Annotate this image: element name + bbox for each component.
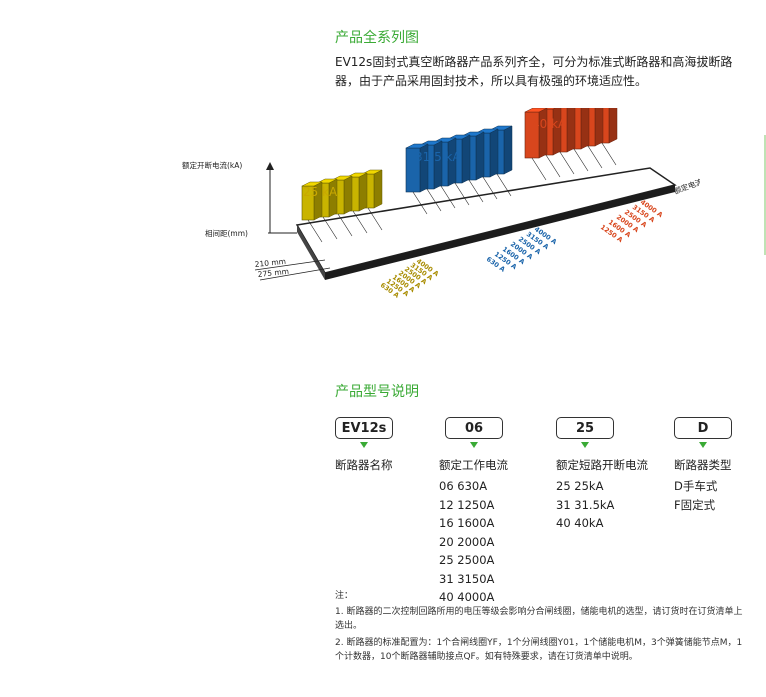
- breaker-unit: [524, 108, 548, 181]
- current-options-list: 06 630A 12 1250A 16 1600A 20 2000A 25 25…: [439, 477, 494, 607]
- code-box-breaking: 25: [556, 417, 614, 439]
- section-title-model: 产品型号说明: [335, 384, 419, 400]
- y-axis-arrow-icon: [266, 162, 274, 170]
- z-axis-label: 额定电流(A): [672, 172, 700, 195]
- group-label-40ka: 40 kA: [532, 117, 567, 131]
- right-edge-decoration: [764, 135, 766, 255]
- breaker-group-40ka: [524, 108, 618, 181]
- list-item: 40 40kA: [556, 516, 604, 530]
- spacing-210: 210 mm: [254, 257, 286, 269]
- arrow-down-icon: [699, 442, 707, 448]
- section-title-series: 产品全系列图: [335, 30, 419, 46]
- product-series-diagram: 额定开断电流(kA) 相间距(mm) 额定电流(A) 210 mm 275 mm…: [182, 108, 700, 300]
- code-label-type: 断路器类型: [674, 458, 732, 472]
- list-item: 25 25kA: [556, 479, 604, 493]
- platform-left: [297, 225, 325, 280]
- list-item: 06 630A: [439, 479, 488, 493]
- list-item: 31 31.5kA: [556, 497, 615, 512]
- code-box-name: EV12s: [335, 417, 393, 439]
- list-item: D手车式: [674, 479, 718, 493]
- arrow-down-icon: [470, 442, 478, 448]
- y-axis-label: 额定开断电流(kA): [182, 160, 242, 170]
- group-label-31-5ka: 31.5 kA: [415, 150, 461, 164]
- breaking-options-list: 25 25kA 31 31.5kA 40 40kA: [556, 477, 614, 533]
- code-label-name: 断路器名称: [335, 458, 393, 472]
- spacing-275: 275 mm: [257, 267, 289, 279]
- intro-paragraph: EV12s固封式真空断路器产品系列齐全，可分为标准式断路器和高海拔断路器，由于产…: [335, 55, 733, 88]
- breaker-unit: [405, 143, 429, 215]
- list-item: 25 2500A: [439, 553, 495, 567]
- type-options-list: D手车式 F固定式: [674, 477, 717, 514]
- platform-side: [325, 185, 675, 280]
- code-label-breaking: 额定短路开断电流: [556, 458, 648, 472]
- list-item: 12 1250A: [439, 497, 495, 512]
- list-item: 31 3150A: [439, 571, 495, 586]
- note-1: 1. 断路器的二次控制回路所用的电压等级会影响分合闸线圈，储能电机的选型，请订货…: [335, 607, 743, 631]
- notes-title: 注：: [335, 591, 354, 601]
- note-2: 2. 断路器的标准配置为：1个合闸线圈YF，1个分闸线圈Y01，1个储能电机M，…: [335, 638, 743, 662]
- code-box-current: 06: [445, 417, 503, 439]
- code-label-current: 额定工作电流: [439, 458, 508, 472]
- code-box-type: D: [674, 417, 732, 439]
- group-label-25ka: 25 kA: [303, 185, 338, 199]
- breaker-group-25ka: [301, 169, 383, 243]
- arrow-down-icon: [581, 442, 589, 448]
- list-item: 20 2000A: [439, 534, 495, 549]
- list-item: F固定式: [674, 497, 716, 512]
- list-item: 16 1600A: [439, 516, 495, 530]
- list-item: 40 4000A: [439, 590, 495, 604]
- x-axis-label: 相间距(mm): [205, 228, 248, 238]
- arrow-down-icon: [360, 442, 368, 448]
- breaker-group-31-5ka: [405, 125, 513, 215]
- breaker-unit: [301, 181, 323, 243]
